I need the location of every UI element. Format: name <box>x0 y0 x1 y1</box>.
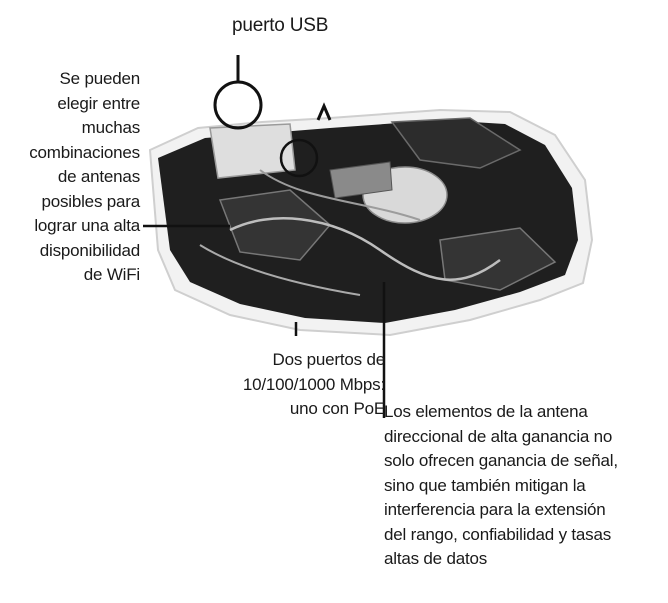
cable-1 <box>229 217 501 281</box>
bracket <box>316 102 332 121</box>
antenna-elements-label: Los elementos de la antena direccional d… <box>384 400 618 572</box>
ethernet-ports-label: Dos puertos de 10/100/1000 Mbps: uno con… <box>243 348 385 422</box>
label-line: de antenas <box>57 167 140 186</box>
antenna-plate-top <box>390 117 522 169</box>
label-line: direccional de alta ganancia no <box>384 426 613 446</box>
label-line: Se pueden <box>59 69 141 88</box>
usb-callout-circle <box>213 80 263 130</box>
usb-connector <box>209 123 296 179</box>
label-line: solo ofrecen ganancia de señal, <box>384 451 618 470</box>
label-line: interferencia para la extensión <box>384 500 606 519</box>
label-line: 10/100/1000 Mbps: <box>242 374 385 394</box>
label-line: combinaciones <box>29 142 140 162</box>
antenna-plate-right <box>439 227 557 291</box>
label-line: disponibilidad <box>39 240 140 260</box>
antenna-plate-left <box>218 189 332 261</box>
label-line: elegir entre <box>57 93 140 113</box>
label-line: altas de datos <box>384 549 488 568</box>
label-line: de WiFi <box>83 265 140 284</box>
label-line: lograr una alta <box>34 216 140 235</box>
usb-port-callout-circle <box>279 138 319 178</box>
label-line: Dos puertos de <box>272 350 386 369</box>
cable-3 <box>199 244 361 296</box>
label-line: sino que también mitigan la <box>384 475 586 495</box>
antenna-combinations-label: Se pueden elegir entre muchas combinacio… <box>29 67 140 288</box>
label-line: uno con PoE <box>289 399 385 418</box>
label-line: del rango, confiabilidad y tasas <box>384 524 612 544</box>
label-line: puerto USB <box>232 15 329 36</box>
usb-port-label: puerto USB <box>232 14 328 39</box>
label-line: posibles para <box>41 191 140 211</box>
label-line: Los elementos de la antena <box>384 402 588 421</box>
label-line: muchas <box>81 118 141 137</box>
cable-2 <box>259 169 421 221</box>
heatsink <box>329 161 393 199</box>
